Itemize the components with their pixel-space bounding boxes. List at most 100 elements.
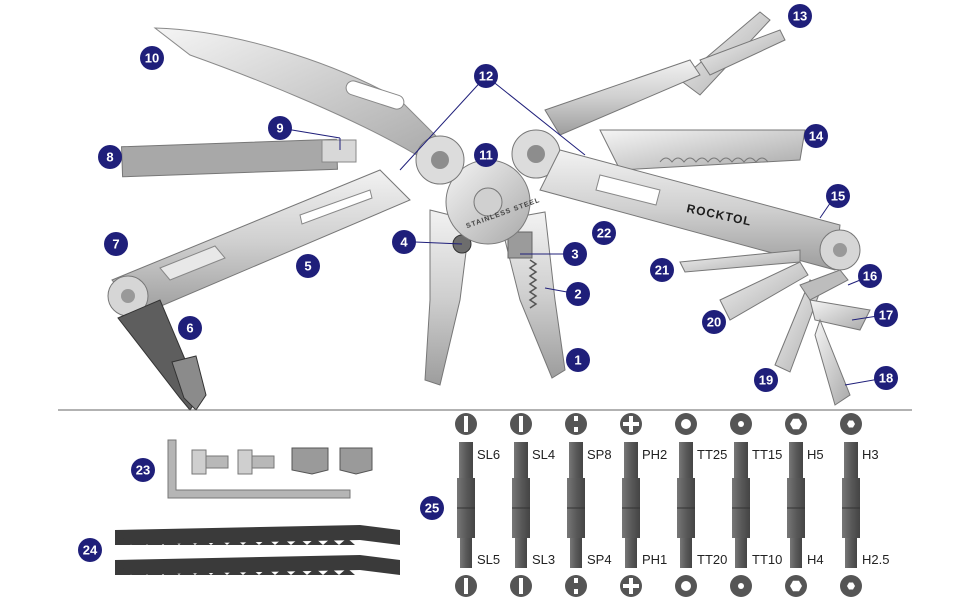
callout-badge-4: 4 [392, 230, 416, 254]
serrations [659, 157, 769, 163]
callout-badge-8: 8 [98, 145, 122, 169]
phillips-icon [620, 413, 642, 435]
callout-badge-22: 22 [592, 221, 616, 245]
right-upper-screw-head [527, 145, 545, 163]
callout-badge-17: 17 [874, 303, 898, 327]
bit-driver-tip [171, 355, 207, 411]
callout-badge-21: 21 [650, 258, 674, 282]
tool-18 [814, 318, 851, 406]
bit-bottom-label: SL3 [532, 552, 555, 567]
bit-top-label: SP8 [587, 447, 612, 462]
bit-bottom-label: TT10 [752, 552, 782, 567]
callout-badge-19: 19 [754, 368, 778, 392]
callout-label: 9 [276, 121, 283, 136]
callout-badge-6: 6 [178, 316, 202, 340]
spare-screw [191, 449, 229, 475]
callout-badge-18: 18 [874, 366, 898, 390]
callout-label: 25 [425, 501, 439, 516]
hex-small-icon [840, 575, 862, 597]
callout-label: 1 [574, 353, 581, 368]
spare-clip [291, 447, 329, 475]
left-handle-pivot-screw [121, 289, 135, 303]
file-tool [121, 138, 338, 178]
callout-label: 6 [186, 321, 193, 336]
jigsaw-blade [115, 525, 400, 545]
callout-badge-11: 11 [474, 143, 498, 167]
left-handle-window [159, 245, 226, 281]
bit-top-label: PH2 [642, 447, 667, 462]
callout-label: 19 [759, 373, 773, 388]
callout-badge-13: 13 [788, 4, 812, 28]
torx-icon [675, 413, 697, 435]
accessories [115, 439, 400, 575]
bit-set: SL6SL5SL4SL3SP8SP4PH2PH1TT25TT20TT15TT10… [455, 413, 889, 597]
phillips-icon [620, 575, 642, 597]
tool-17 [809, 299, 871, 331]
callout-label: 8 [106, 150, 113, 165]
torx-small-icon [730, 575, 752, 597]
slot-icon [455, 413, 477, 435]
callout-badge-15: 15 [826, 184, 850, 208]
bit-top-label: TT25 [697, 447, 727, 462]
callout-label: 24 [83, 543, 98, 558]
bit-bottom-label: H2.5 [862, 552, 889, 567]
serrated-blade [599, 129, 806, 171]
jigsaw-blade [115, 555, 400, 575]
callout-label: 22 [597, 226, 611, 241]
bit-top-label: H3 [862, 447, 879, 462]
callout-label: 14 [809, 129, 824, 144]
callout-badge-16: 16 [858, 264, 882, 288]
callout-label: 21 [655, 263, 669, 278]
right-handle-pivot-screw [833, 243, 847, 257]
tool-illustration: STAINLESS STEEL ROCKTOL [107, 11, 886, 411]
callout-label: 4 [400, 235, 408, 250]
callout-label: 12 [479, 69, 493, 84]
callout-label: 11 [479, 148, 493, 163]
callout-badge-20: 20 [702, 310, 726, 334]
callout-label: 16 [863, 269, 877, 284]
callout-label: 18 [879, 371, 893, 386]
bit-top-label: SL6 [477, 447, 500, 462]
callout-label: 15 [831, 189, 845, 204]
torx-icon [675, 575, 697, 597]
callout-label: 2 [574, 287, 581, 302]
callout-label: 20 [707, 315, 721, 330]
callout-label: 7 [112, 237, 119, 252]
torx-small-icon [730, 413, 752, 435]
slot-icon [510, 413, 532, 435]
callout-label: 13 [793, 9, 807, 24]
callout-badge-12: 12 [474, 64, 498, 88]
bit-bottom-label: TT20 [697, 552, 727, 567]
hex-icon [785, 413, 807, 435]
callout-badge-9: 9 [268, 116, 292, 140]
bit-top-label: H5 [807, 447, 824, 462]
callout-label: 5 [304, 259, 311, 274]
bit-bottom-label: SP4 [587, 552, 612, 567]
spanner-icon [565, 413, 587, 435]
left-upper-screw-head [431, 151, 449, 169]
bit-bottom-label: SL5 [477, 552, 500, 567]
callout-label: 17 [879, 308, 893, 323]
hex-small-icon [840, 413, 862, 435]
right-handle-window [595, 174, 661, 206]
callout-badge-2: 2 [566, 282, 590, 306]
callout-label: 3 [571, 247, 578, 262]
callout-badges: 1234567891011121314151617181920212223242… [78, 4, 898, 562]
callout-badge-1: 1 [566, 348, 590, 372]
bit-top-label: TT15 [752, 447, 782, 462]
scissors-arm [544, 59, 701, 136]
knife-thumb-hole [345, 80, 405, 110]
callout-label: 10 [145, 51, 159, 66]
spare-clip [339, 447, 373, 475]
callout-badge-10: 10 [140, 46, 164, 70]
left-handle-slot [299, 189, 373, 225]
slot-icon [455, 575, 477, 597]
